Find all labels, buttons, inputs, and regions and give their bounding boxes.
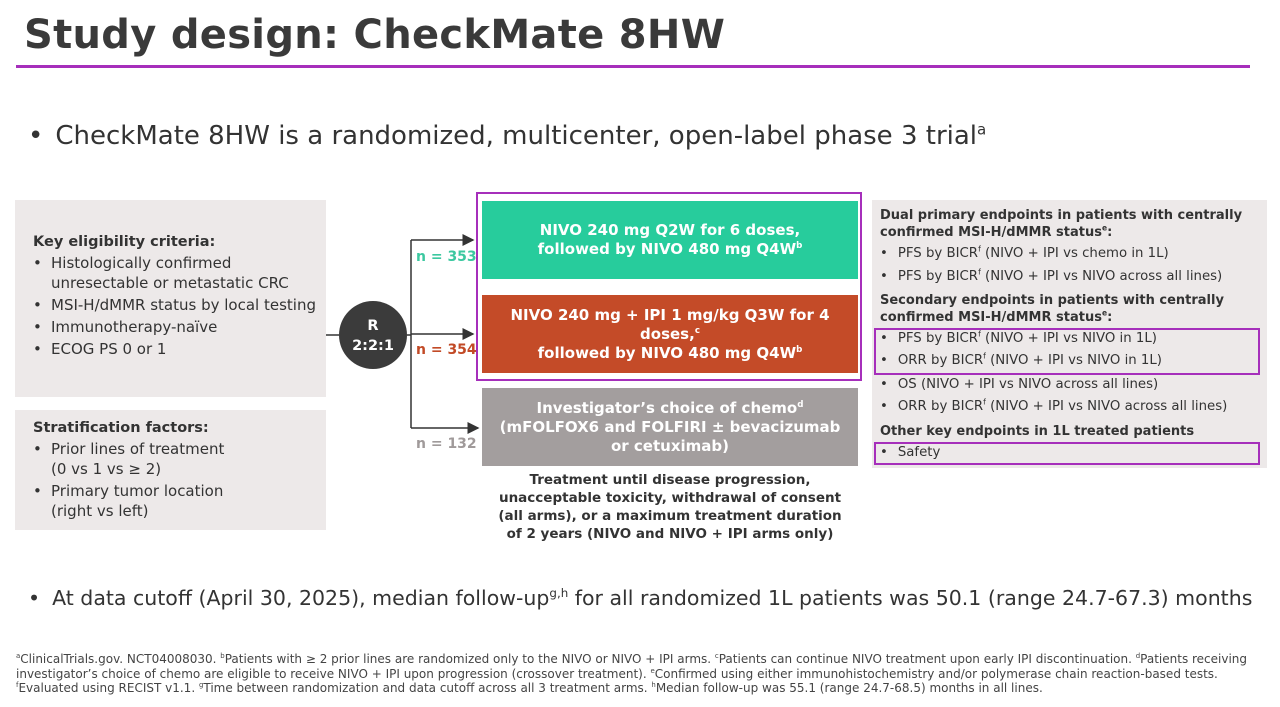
primary-endpoint-item: •PFS by BICRf (NIVO + IPI vs chemo in 1L… <box>880 244 1169 261</box>
list-item: Immunotherapy-naïve <box>33 317 326 337</box>
arm-nivo: NIVO 240 mg Q2W for 6 doses, followed by… <box>482 201 858 279</box>
arm-nivo-ipi: NIVO 240 mg + IPI 1 mg/kg Q3W for 4 dose… <box>482 295 858 373</box>
treatment-duration-note: Treatment until disease progression, una… <box>498 472 842 542</box>
arm-count-combo: n = 354 <box>416 342 477 358</box>
bullet-icon: • <box>28 121 44 151</box>
stratification-box: Stratification factors: Prior lines of t… <box>15 410 326 530</box>
arms-highlight-frame <box>476 192 862 381</box>
primary-endpoints-heading: Dual primary endpoints in patients with … <box>880 208 1243 240</box>
randomization-node: R 2:2:1 <box>339 301 407 369</box>
endpoints-box <box>872 200 1267 468</box>
intro-text: CheckMate 8HW is a randomized, multicent… <box>55 121 978 151</box>
secondary-endpoint-item: •PFS by BICRf (NIVO + IPI vs NIVO in 1L) <box>880 329 1157 346</box>
secondary-endpoint-item: •OS (NIVO + IPI vs NIVO across all lines… <box>880 377 1159 392</box>
safety-highlight-frame <box>874 442 1260 465</box>
secondary-endpoint-item: •ORR by BICRf (NIVO + IPI vs NIVO across… <box>880 397 1228 414</box>
arm-count-nivo: n = 353 <box>416 249 477 265</box>
other-endpoints-heading: Other key endpoints in 1L treated patien… <box>880 424 1195 439</box>
list-item: Prior lines of treatment(0 vs 1 vs ≥ 2) <box>33 439 326 479</box>
footnotes: aClinicalTrials.gov. NCT04008030. bPatie… <box>16 652 1248 695</box>
intro-bullet: • CheckMate 8HW is a randomized, multicen… <box>28 121 986 151</box>
primary-endpoint-item: •PFS by BICRf (NIVO + IPI vs NIVO across… <box>880 267 1223 284</box>
title-divider <box>16 65 1250 68</box>
stratification-list: Prior lines of treatment(0 vs 1 vs ≥ 2) … <box>33 439 326 521</box>
intro-footnote-mark: a <box>977 120 987 139</box>
page-title: Study design: CheckMate 8HW <box>24 12 726 58</box>
stratification-heading: Stratification factors: <box>33 420 209 436</box>
secondary-endpoints-heading: Secondary endpoints in patients with cen… <box>880 293 1224 325</box>
cutoff-bullet: •At data cutoff (April 30, 2025), median… <box>28 586 1253 610</box>
eligibility-heading: Key eligibility criteria: <box>33 234 216 250</box>
secondary-endpoint-item: •ORR by BICRf (NIVO + IPI vs NIVO in 1L) <box>880 351 1162 368</box>
list-item: ECOG PS 0 or 1 <box>33 339 326 359</box>
eligibility-box: Key eligibility criteria: Histologically… <box>15 200 326 397</box>
arm-chemo: Investigator’s choice of chemod (mFOLFOX… <box>482 388 858 466</box>
list-item: MSI-H/dMMR status by local testing <box>33 295 326 315</box>
other-endpoint-item: •Safety <box>880 445 941 460</box>
randomization-label: R <box>367 318 379 334</box>
arm-count-chemo: n = 132 <box>416 436 477 452</box>
randomization-ratio: 2:2:1 <box>352 338 394 354</box>
list-item: Primary tumor location(right vs left) <box>33 481 326 521</box>
bullet-icon: • <box>28 586 41 610</box>
secondary-1l-highlight-frame <box>874 328 1260 375</box>
